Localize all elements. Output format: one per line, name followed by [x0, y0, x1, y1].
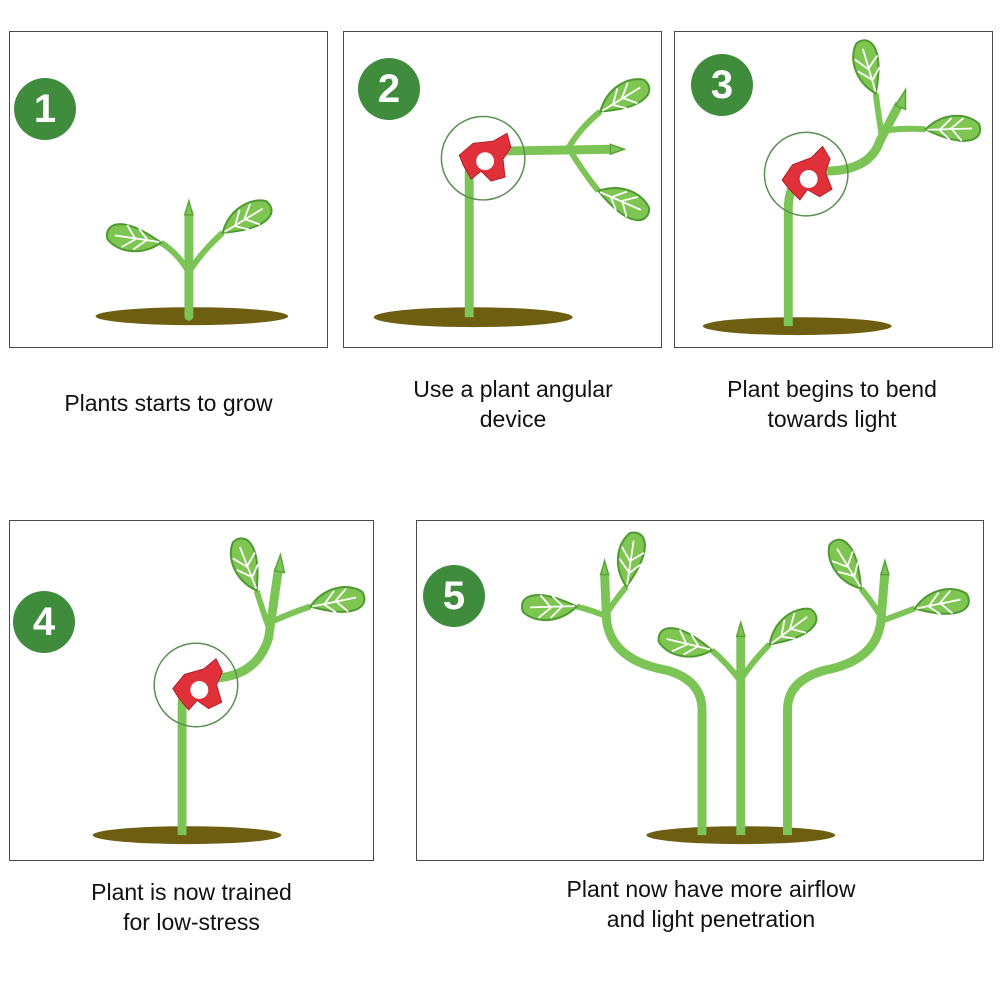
step-5-illustration — [521, 531, 970, 845]
highlight-circle — [763, 131, 849, 217]
branch-right — [187, 230, 225, 273]
middle-leaf-left — [657, 627, 714, 658]
step-5-panel: 5 — [416, 520, 984, 861]
stem-tip — [183, 198, 194, 216]
step-3-badge: 3 — [691, 54, 753, 116]
right-plant-stem — [783, 572, 890, 836]
soil-mound — [702, 317, 892, 336]
branch-right — [879, 125, 926, 135]
angular-clip — [458, 132, 512, 182]
branch-upper — [565, 109, 603, 151]
step-5-caption: Plant now have more airflow and light pe… — [566, 876, 856, 932]
step-1-caption: Plants starts to grow — [64, 390, 273, 416]
step-5-badge: 5 — [423, 565, 485, 627]
step-2-caption: Use a plant angular device — [413, 376, 613, 432]
step-3-caption: Plant begins to bend towards light — [727, 376, 937, 432]
step-1-panel: 1 — [9, 31, 328, 348]
step-4-illustration — [92, 537, 366, 845]
branch-lower — [568, 149, 601, 193]
leaf-upper — [599, 78, 651, 113]
stem-tip — [894, 87, 907, 111]
soil-mound — [92, 826, 282, 845]
left-leaf-b — [616, 531, 646, 589]
angular-clip — [172, 657, 223, 711]
right-stem-tip — [879, 558, 890, 576]
branch-left — [159, 240, 191, 273]
step-3-illustration — [702, 39, 982, 336]
step-2-badge: 2 — [358, 58, 420, 120]
right-branch-a — [858, 586, 884, 619]
left-stem-tip — [599, 558, 610, 576]
middle-stem-tip — [735, 619, 746, 638]
left-branch-b — [606, 584, 629, 613]
leaf-right — [923, 114, 982, 142]
highlight-circle — [440, 115, 526, 201]
leaf-lower — [596, 187, 651, 222]
plant-stem — [783, 101, 904, 327]
step-3-panel: 3 — [674, 31, 993, 348]
step-4-caption: Plant is now trained for low-stress — [91, 879, 292, 935]
branch-right — [273, 603, 312, 624]
stem-tip — [609, 143, 627, 156]
left-branch-a — [576, 603, 608, 620]
leaf-upper — [852, 39, 881, 96]
leaf-right — [221, 199, 273, 234]
step-2-panel: 2 — [343, 31, 662, 348]
step-4-badge: 4 — [13, 591, 75, 653]
stem-tip — [273, 552, 286, 574]
left-plant-stem — [600, 572, 707, 836]
leaf-left — [105, 223, 163, 253]
right-leaf-a — [827, 538, 863, 590]
left-leaf-a — [521, 594, 579, 622]
highlight-circle — [153, 642, 239, 728]
middle-branch-left — [709, 647, 743, 682]
leaf-right — [308, 586, 366, 614]
middle-branch-right — [739, 642, 772, 680]
leaf-upper — [229, 537, 259, 593]
angular-clip — [781, 145, 833, 201]
right-leaf-b — [913, 588, 970, 616]
step-4-panel: 4 — [9, 520, 374, 861]
step-1-illustration — [95, 198, 289, 326]
right-branch-b — [881, 605, 916, 624]
middle-leaf-right — [768, 607, 818, 646]
step-1-badge: 1 — [14, 78, 76, 140]
branch-upper — [253, 589, 274, 634]
step-2-illustration — [373, 78, 651, 328]
